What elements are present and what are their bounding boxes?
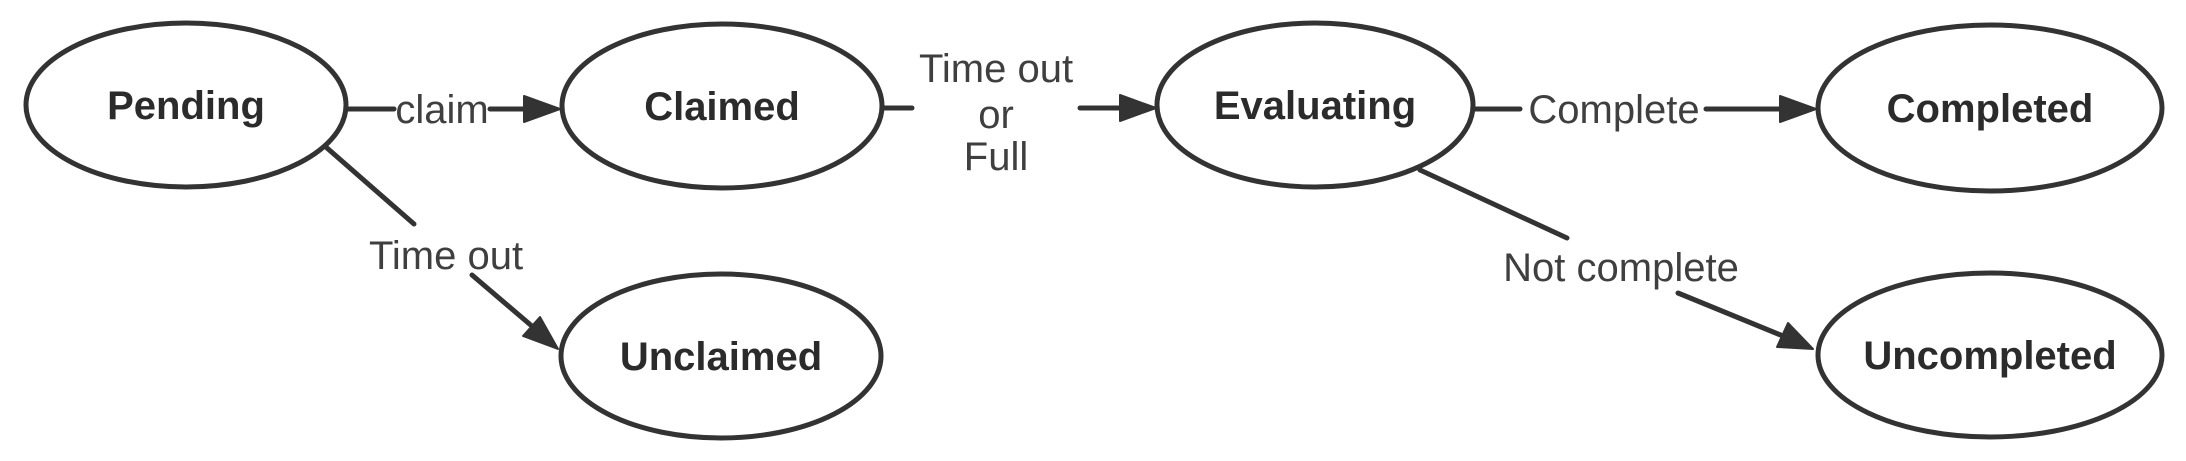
node-uncompleted-label: Uncompleted xyxy=(1863,334,2116,378)
edge-claimed-evaluating-label-line3: Full xyxy=(964,135,1028,179)
edge-evaluating-uncompleted-line-end xyxy=(1675,290,1786,339)
node-claimed-label: Claimed xyxy=(644,85,800,129)
node-unclaimed-ellipse xyxy=(558,271,884,441)
node-completed-label: Completed xyxy=(1887,87,2094,131)
edge-evaluating-completed: Complete xyxy=(1472,88,1817,132)
node-claimed: Claimed xyxy=(559,21,885,191)
node-uncompleted: Uncompleted xyxy=(1815,270,2165,440)
node-completed: Completed xyxy=(1815,22,2165,194)
edge-pending-claimed-label: claim xyxy=(395,88,488,132)
node-evaluating: Evaluating xyxy=(1154,20,1476,190)
node-unclaimed: Unclaimed xyxy=(558,271,884,441)
edge-pending-claimed-arrowhead-icon xyxy=(523,95,561,123)
node-evaluating-label: Evaluating xyxy=(1214,84,1416,128)
node-pending: Pending xyxy=(23,20,349,190)
edge-evaluating-uncompleted-line-start xyxy=(1417,167,1570,241)
node-pending-ellipse xyxy=(23,20,349,190)
edge-pending-unclaimed-line-end xyxy=(469,272,536,330)
edge-pending-claimed: claim xyxy=(345,88,561,132)
node-uncompleted-ellipse xyxy=(1815,270,2165,440)
node-unclaimed-label: Unclaimed xyxy=(620,335,822,379)
edge-claimed-evaluating-label-line1: Time out xyxy=(919,47,1073,91)
edge-pending-unclaimed-line-start xyxy=(324,145,417,227)
node-completed-ellipse xyxy=(1815,22,2165,194)
node-pending-label: Pending xyxy=(107,84,265,128)
node-claimed-ellipse xyxy=(559,21,885,191)
edge-claimed-evaluating-label-line2: or xyxy=(978,93,1014,137)
edge-evaluating-completed-label: Complete xyxy=(1528,88,1699,132)
edge-evaluating-uncompleted-label: Not complete xyxy=(1503,246,1739,290)
edge-evaluating-uncompleted: Not complete xyxy=(1417,167,1814,350)
edge-evaluating-completed-arrowhead-icon xyxy=(1779,95,1817,123)
edge-claimed-evaluating: Time out or Full xyxy=(881,47,1157,179)
edge-claimed-evaluating-arrowhead-icon xyxy=(1119,94,1157,122)
node-evaluating-ellipse xyxy=(1154,20,1476,190)
edge-pending-unclaimed: Time out xyxy=(324,145,559,350)
edge-evaluating-uncompleted-arrowhead-icon xyxy=(1776,322,1814,350)
edge-pending-unclaimed-label: Time out xyxy=(369,234,523,278)
edge-pending-unclaimed-arrowhead-icon xyxy=(522,316,559,350)
